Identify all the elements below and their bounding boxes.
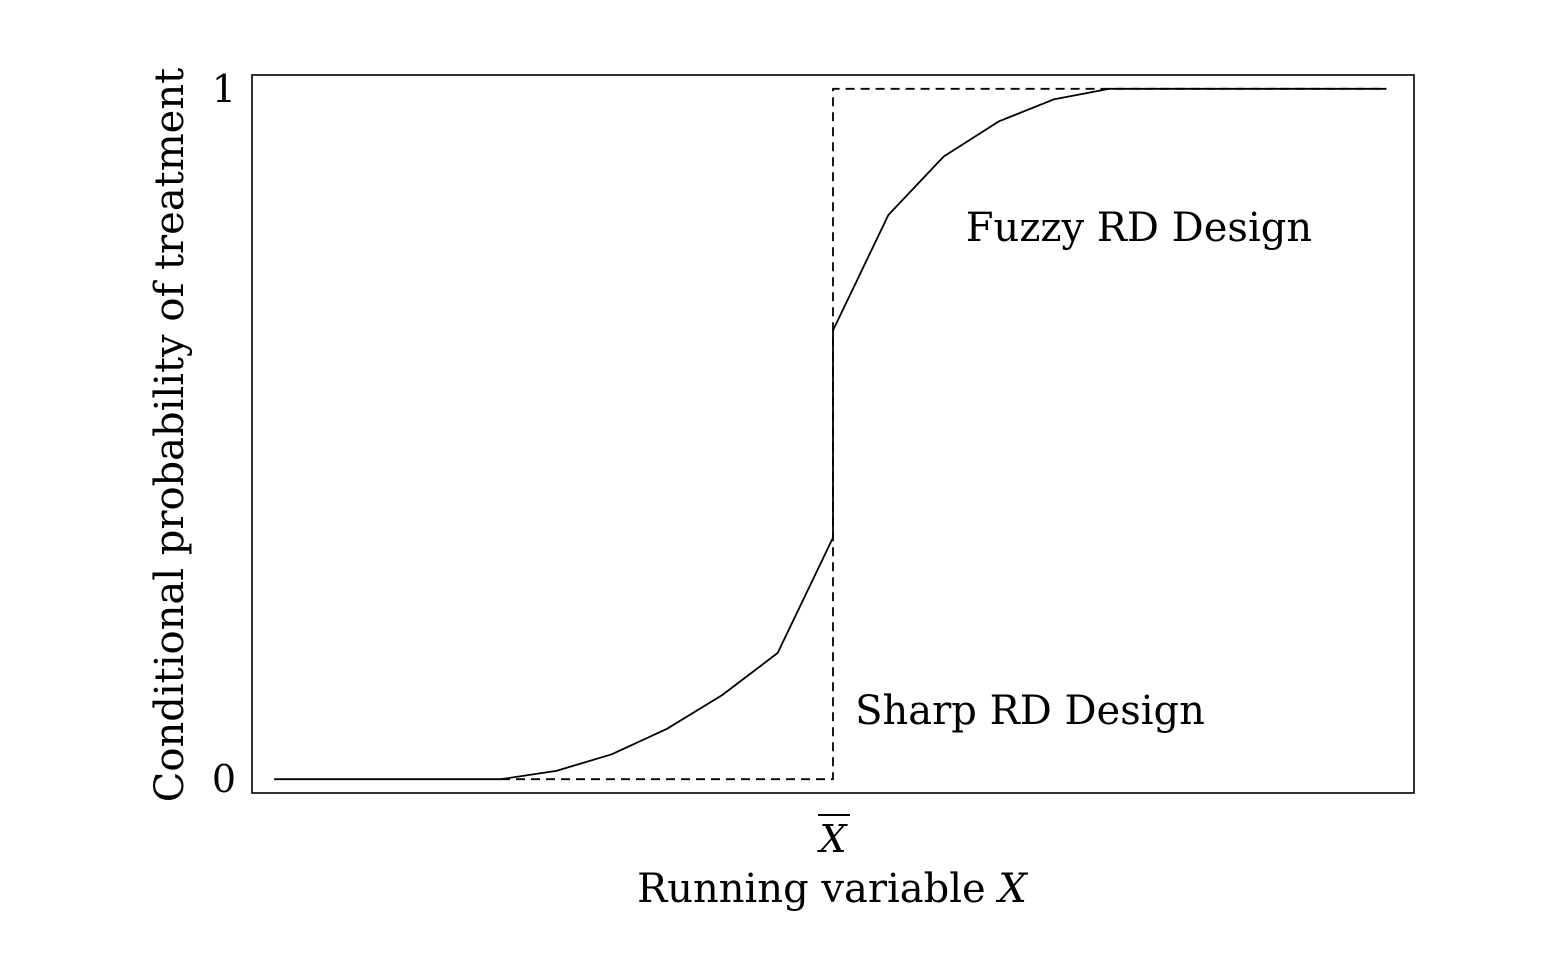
x-axis-label: Running variable X bbox=[637, 866, 1028, 912]
x-axis-label-variable: X bbox=[995, 866, 1028, 912]
y-tick-label: 0 bbox=[212, 757, 236, 801]
annotation-label: Sharp RD Design bbox=[855, 688, 1205, 734]
y-axis-label: Conditional probability of treatment bbox=[147, 68, 193, 802]
sharp-rd-line bbox=[501, 87, 1387, 781]
x-axis-label-text: Running variable bbox=[637, 866, 998, 912]
x-tick-label: X bbox=[816, 817, 848, 861]
plot-frame bbox=[251, 74, 1415, 794]
y-tick-label: 1 bbox=[212, 67, 236, 111]
fuzzy-rd-curve bbox=[274, 87, 1387, 781]
annotation-label: Fuzzy RD Design bbox=[966, 205, 1312, 251]
